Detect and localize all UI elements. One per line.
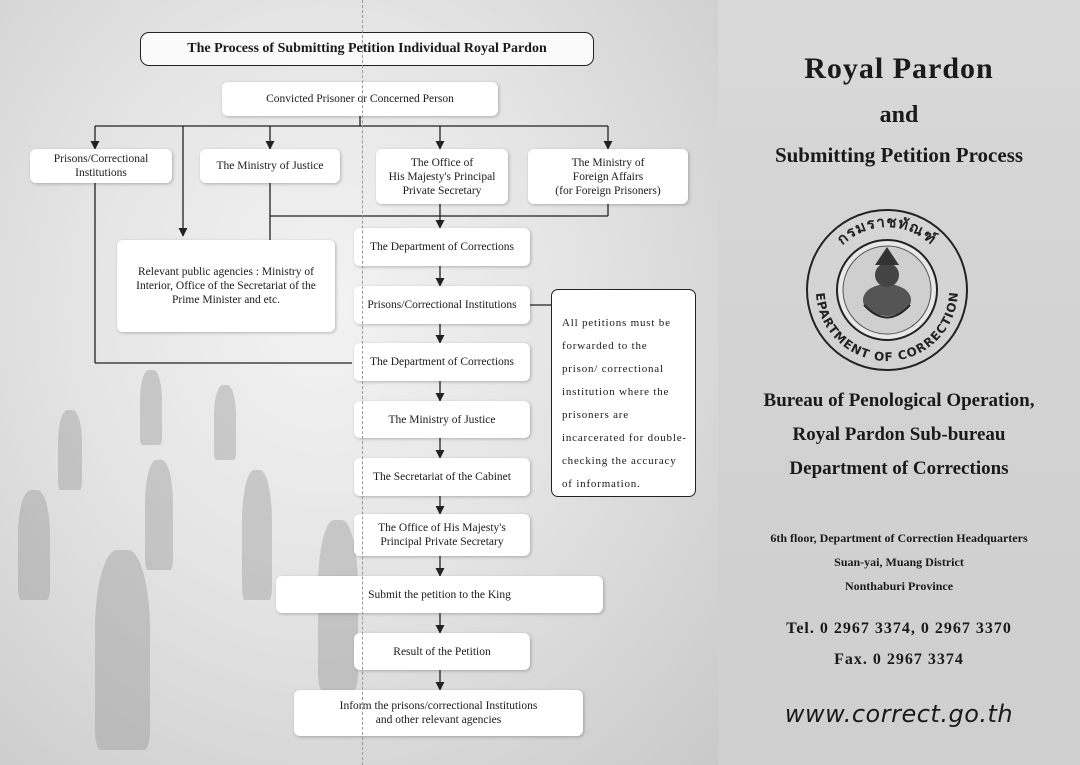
background-figure [95, 550, 150, 750]
note-box: All petitions must be forwarded to the p… [551, 289, 696, 497]
node-result-of-petition: Result of the Petition [354, 633, 530, 670]
node-ministry-foreign-affairs: The Ministry of Foreign Affairs (for For… [528, 149, 688, 204]
cover-title-and: and [879, 102, 919, 128]
background-figure [214, 385, 236, 460]
fax: Fax. 0 2967 3374 [834, 651, 964, 668]
background-figure [58, 410, 82, 490]
fold-line [362, 0, 363, 765]
department-seal: กรมราชทัณฑ์ DEPARTMENT OF CORRECTIONS [802, 205, 968, 371]
org-line-3: Department of Corrections [789, 458, 1009, 479]
node-department-of-corrections-2: The Department of Corrections [354, 343, 530, 381]
node-office-principal-secretary-2: The Office of His Majesty's Principal Pr… [354, 514, 530, 556]
brochure-cover-panel: Royal Pardon and Submitting Petition Pro… [718, 0, 1080, 765]
background-figure [18, 490, 50, 600]
node-ministry-of-justice: The Ministry of Justice [200, 149, 340, 183]
address-line-1: 6th floor, Department of Correction Head… [770, 531, 1028, 545]
address-line-2: Suan-yai, Muang District [834, 555, 964, 569]
node-prisons-institutions: Prisons/Correctional Institutions [30, 149, 172, 183]
flowchart-panel: The Process of Submitting Petition Indiv… [0, 0, 718, 765]
background-figure [242, 470, 272, 600]
node-department-of-corrections: The Department of Corrections [354, 228, 530, 266]
cover-subtitle: Submitting Petition Process [774, 143, 1024, 167]
node-convicted-prisoner: Convicted Prisoner or Concerned Person [222, 82, 498, 116]
node-submit-to-king: Submit the petition to the King [276, 576, 603, 613]
node-secretariat-cabinet: The Secretariat of the Cabinet [354, 458, 530, 496]
node-office-principal-secretary: The Office of His Majesty's Principal Pr… [376, 149, 508, 204]
seal-emblem-icon [863, 247, 911, 319]
node-ministry-of-justice-2: The Ministry of Justice [354, 401, 530, 438]
org-line-2: Royal Pardon Sub-bureau [792, 424, 1006, 445]
org-line-1: Bureau of Penological Operation, [763, 390, 1035, 411]
node-inform-agencies: Inform the prisons/correctional Institut… [294, 690, 583, 736]
background-figure [145, 460, 173, 570]
node-relevant-agencies: Relevant public agencies : Ministry of I… [117, 240, 335, 332]
flowchart-title: The Process of Submitting Petition Indiv… [140, 32, 594, 66]
node-prisons-institutions-2: Prisons/Correctional Institutions [354, 286, 530, 324]
flowchart-connectors [90, 116, 613, 691]
background-figure [140, 370, 162, 445]
website-link[interactable]: www.correct.go.th [784, 700, 1014, 728]
address-line-3: Nonthaburi Province [844, 579, 954, 593]
cover-title: Royal Pardon [804, 52, 994, 85]
telephone: Tel. 0 2967 3374, 0 2967 3370 [786, 620, 1012, 637]
